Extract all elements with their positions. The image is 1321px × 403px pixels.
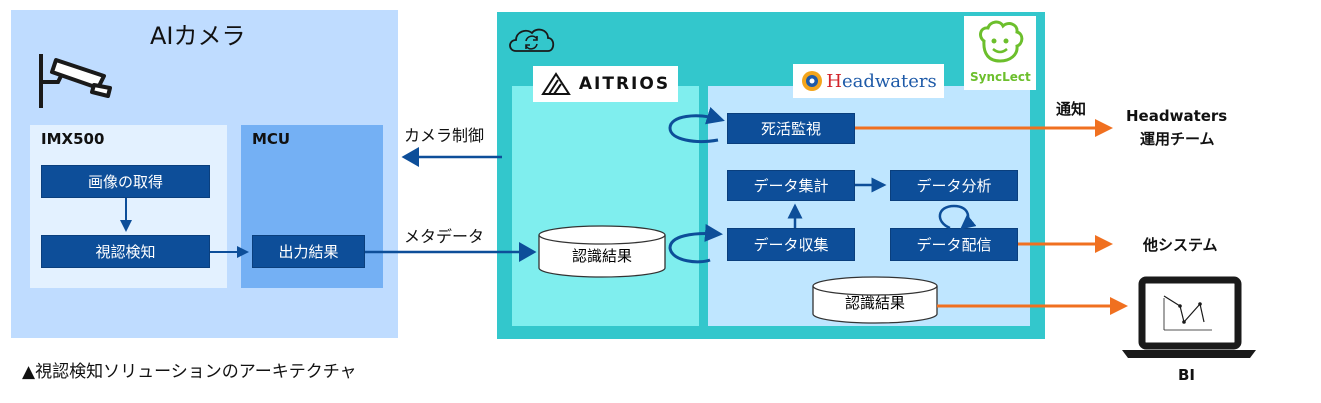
data-aggregate-box: データ集計 <box>727 170 855 201</box>
synclect-logo: SyncLect <box>964 16 1036 90</box>
camera-control-label: カメラ制御 <box>404 126 485 145</box>
headwaters-mark-icon <box>802 71 823 91</box>
data-deliver-box: データ配信 <box>890 228 1018 261</box>
security-camera-icon <box>39 54 112 108</box>
data-analysis-box: データ分析 <box>890 170 1018 201</box>
data-collect-box: データ収集 <box>727 228 855 261</box>
aitrios-mark-icon <box>541 72 571 95</box>
analysis-deliver-loop-arrow <box>938 204 977 230</box>
synclect-logo-text: SyncLect <box>970 70 1031 84</box>
aitrios-logo: AITRIOS <box>533 66 678 102</box>
liveness-loop-arrow <box>668 106 725 143</box>
bi-laptop-icon <box>1122 276 1256 358</box>
synclect-face-icon <box>979 20 1024 63</box>
visual-detection-box: 視認検知 <box>41 235 210 268</box>
metadata-label: メタデータ <box>404 227 485 246</box>
output-result-box: 出力結果 <box>252 235 365 268</box>
ops-team-label-line1: Headwaters <box>1126 107 1228 125</box>
acquire-image-box: 画像の取得 <box>41 165 210 198</box>
bi-label: BI <box>1178 366 1196 384</box>
cloud-sync-icon <box>509 28 555 52</box>
headwaters-db-cylinder <box>812 276 938 324</box>
aitrios-db-label: 認識結果 <box>571 246 632 265</box>
aitrios-db-cylinder <box>538 225 666 278</box>
other-system-label: 他システム <box>1143 236 1218 254</box>
aitrios-panel <box>512 86 699 326</box>
mcu-title: MCU <box>252 130 291 148</box>
imx500-title: IMX500 <box>41 130 105 148</box>
aitrios-logo-text: AITRIOS <box>578 74 671 94</box>
ai-camera-title: AIカメラ <box>150 22 246 50</box>
notify-label: 通知 <box>1056 100 1087 118</box>
liveness-monitor-box: 死活監視 <box>727 113 855 144</box>
ops-team-label-line2: 運用チーム <box>1140 130 1215 148</box>
db-to-collect-arrow <box>668 223 723 264</box>
figure-caption: ▲視認検知ソリューションのアーキテクチャ <box>22 362 357 382</box>
headwaters-db-label: 認識結果 <box>844 293 905 312</box>
headwaters-logo-text: eadwaters <box>841 70 937 92</box>
headwaters-logo-initial: H <box>826 70 842 92</box>
